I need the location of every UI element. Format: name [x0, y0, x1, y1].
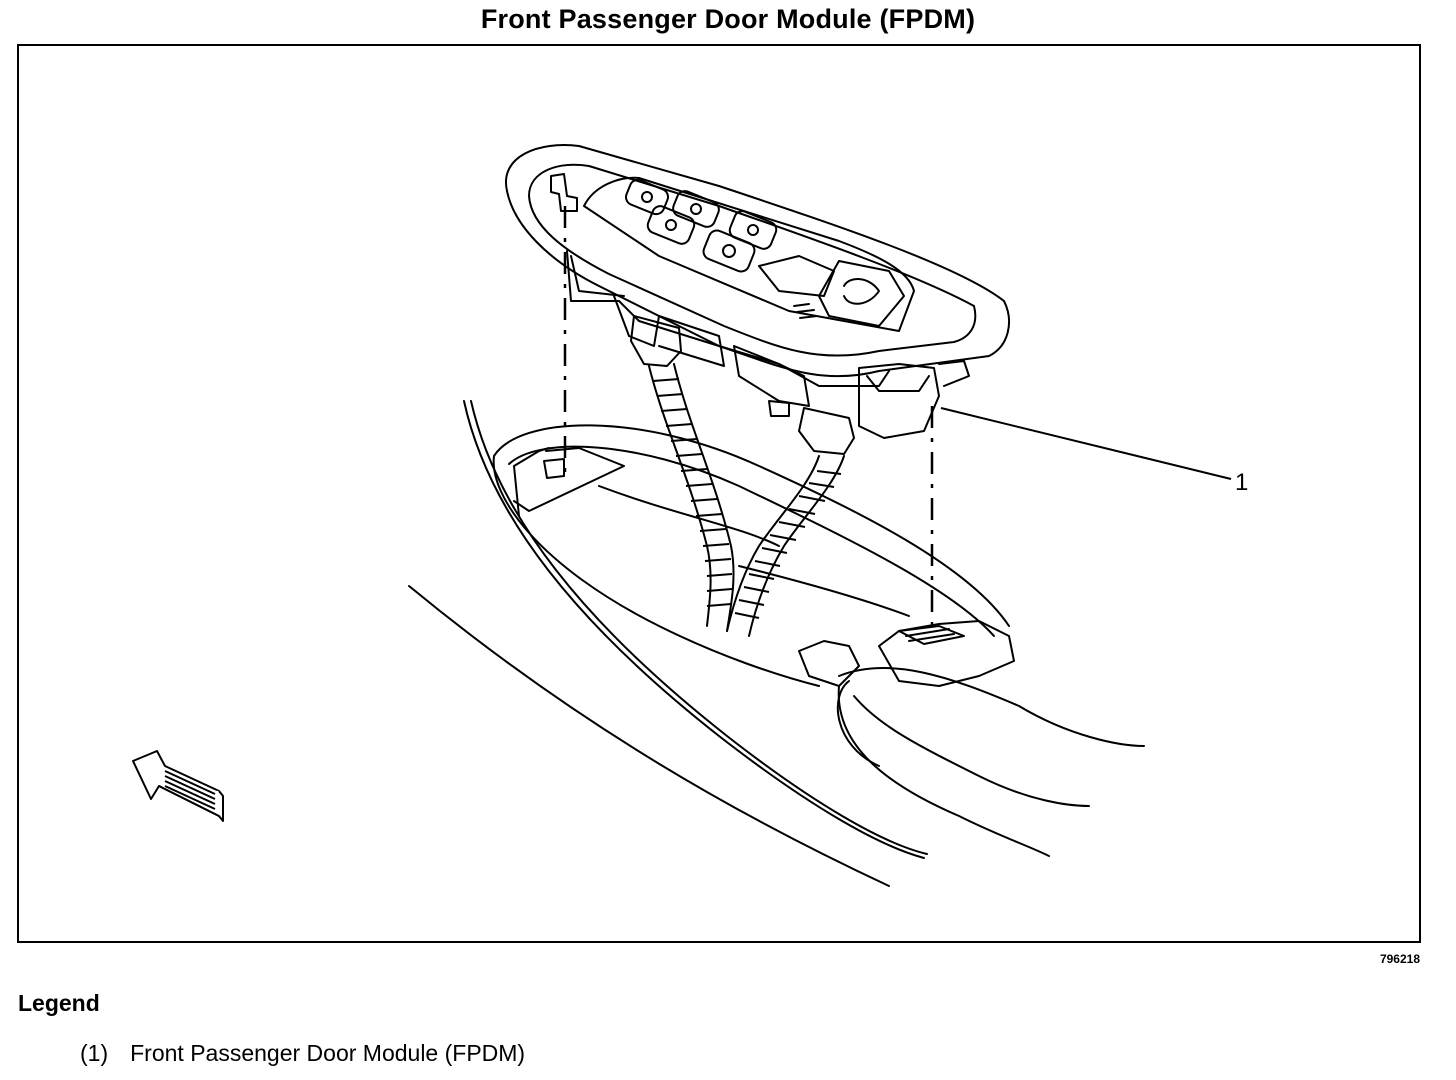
door-panel-curve-b — [470, 400, 928, 855]
door-panel-curve-a — [463, 400, 925, 859]
rear-socket — [798, 640, 860, 687]
mount-tab-left — [513, 447, 625, 512]
harness-right-a — [726, 455, 820, 632]
armrest-front-edge — [492, 455, 820, 687]
module-housing-right — [733, 345, 810, 407]
window-switch-lf — [672, 190, 720, 228]
armrest-inner-edge — [508, 445, 995, 637]
module-bezel-inner — [528, 163, 977, 357]
connector-right-tab — [768, 400, 790, 417]
harness-left-b — [673, 363, 735, 632]
rear-connector-ribs — [905, 628, 955, 642]
window-switch-lr — [625, 178, 669, 216]
module-bezel — [504, 144, 1010, 378]
connector-left — [630, 315, 682, 367]
switch-panel — [583, 176, 915, 332]
diagram-title: Front Passenger Door Module (FPDM) — [480, 4, 976, 34]
recess-outline — [513, 447, 550, 517]
lower-rail-1 — [838, 666, 1145, 747]
door-panel-curve-outer — [408, 585, 890, 887]
figure-frame: 1 — [17, 44, 1421, 943]
legend-item-number: (1) — [80, 1040, 109, 1066]
front-clip — [550, 173, 578, 212]
rear-clip — [858, 363, 940, 439]
rear-clip-tab — [938, 360, 970, 387]
callout-leader — [940, 407, 1232, 480]
figure-id: 796218 — [1379, 952, 1420, 966]
armrest-ridge — [598, 485, 780, 547]
orientation-arrow-shading — [164, 770, 216, 810]
legend-item: (1) Front Passenger Door Module (FPDM) — [80, 1040, 525, 1067]
lower-rail-3 — [837, 685, 1050, 857]
mirror-selector-marks — [793, 303, 818, 319]
module-housing-left — [570, 255, 660, 347]
connector-right — [798, 407, 855, 455]
module-housing-mid — [658, 315, 725, 367]
legend-heading: Legend — [18, 990, 100, 1016]
lower-rail-cap — [836, 680, 880, 767]
door-module-illustration: 1 — [132, 144, 1248, 887]
mirror-switch — [818, 260, 905, 327]
lock-switch — [758, 255, 835, 297]
rear-clip-detail — [866, 375, 930, 392]
callout-number: 1 — [1235, 469, 1248, 496]
window-switch-driver — [702, 229, 756, 273]
lower-rail-2 — [853, 695, 1090, 807]
armrest-ridge-2 — [738, 565, 910, 617]
harness-left-a — [648, 365, 712, 627]
mount-tab-left-inner — [543, 458, 565, 479]
window-switch-rr — [646, 205, 696, 245]
mirror-switch-knob — [843, 278, 880, 305]
legend-item-text: Front Passenger Door Module (FPDM) — [130, 1040, 526, 1066]
armrest-top — [493, 424, 1010, 627]
